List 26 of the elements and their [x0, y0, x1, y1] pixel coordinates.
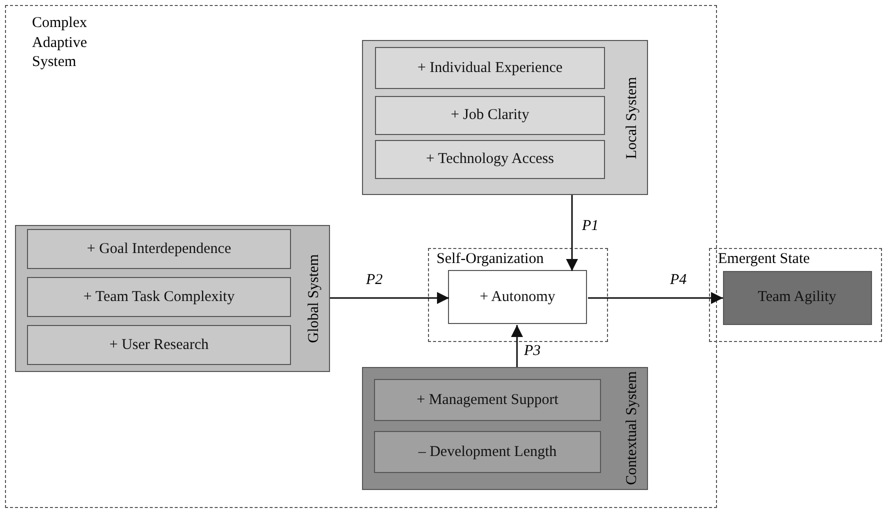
panel-label: Global System — [306, 252, 322, 344]
factor-box: – Development Length — [374, 431, 601, 473]
panel-label: Local System — [624, 74, 640, 161]
factor-box: + Management Support — [374, 379, 601, 421]
factor-box: Team Agility — [722, 270, 872, 324]
factor-box: + Autonomy — [448, 270, 587, 324]
arrow — [511, 325, 523, 367]
system-boundary — [5, 5, 717, 508]
panel-label: Contextual System — [624, 370, 640, 487]
arrow — [588, 292, 723, 304]
factor-box: + Team Task Complexity — [27, 277, 291, 317]
system-panel — [362, 40, 648, 194]
arrow — [566, 195, 578, 271]
dashed-group — [709, 248, 882, 342]
system-panel — [14, 224, 330, 372]
factor-box: + Technology Access — [375, 140, 605, 179]
group-label: Complex Adaptive System — [32, 14, 88, 72]
arrow — [330, 292, 449, 304]
dashed-group — [428, 248, 608, 342]
factor-box: + Job Clarity — [375, 96, 605, 135]
factor-box: + User Research — [27, 325, 291, 365]
group-label: Self-Organization — [436, 250, 544, 268]
factor-box: + Goal Interdependence — [27, 229, 291, 269]
factor-box: + Individual Experience — [375, 47, 605, 89]
group-label: Emergent State — [718, 251, 810, 268]
system-panel — [362, 366, 648, 490]
